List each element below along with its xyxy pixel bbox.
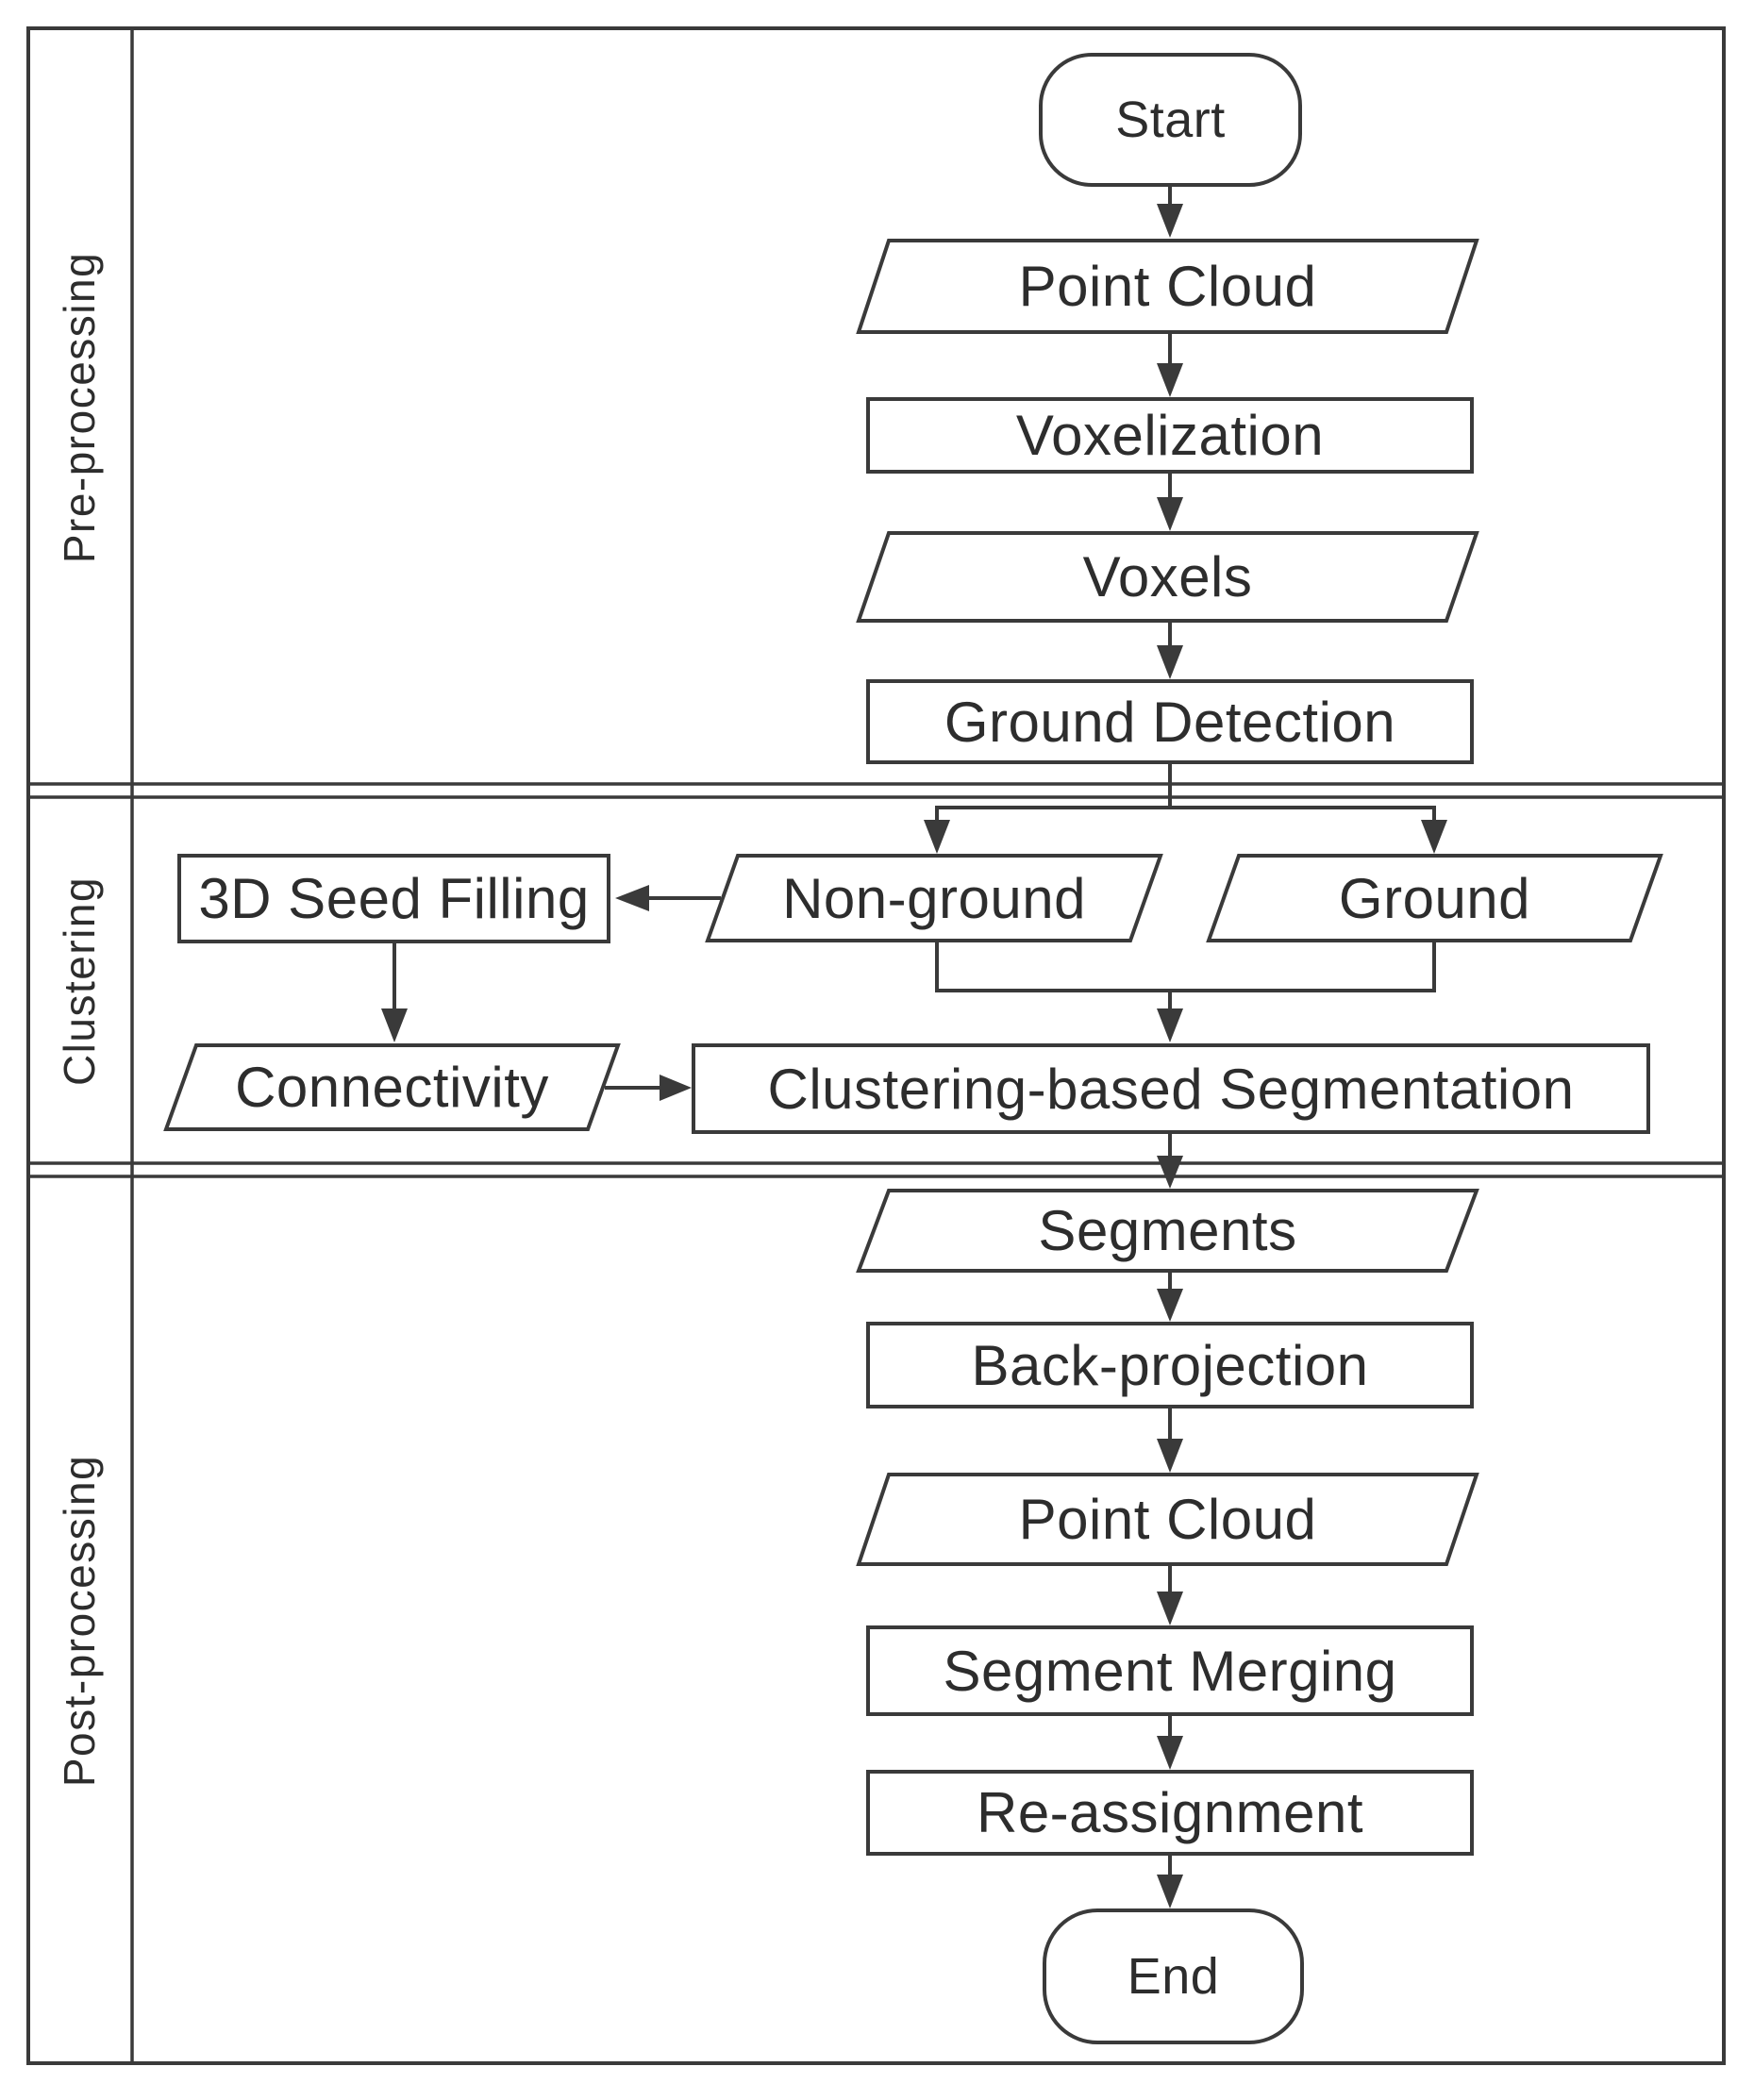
arrow-segments-to-back-projection: [1157, 1271, 1183, 1322]
clustering-segmentation-process-shape: [692, 1043, 1650, 1134]
merge-non-ground-and-ground-to-clustering-segmentation: [935, 941, 1436, 1042]
ground-detection-process-shape: [866, 679, 1474, 764]
voxelization-process-shape: [866, 397, 1474, 474]
arrow-back-projection-to-point-cloud: [1157, 1407, 1183, 1473]
arrow-point-cloud-to-segment-merging: [1157, 1564, 1183, 1625]
outer-frame: [26, 26, 1726, 2065]
arrow-segment-merging-to-re-assignment: [1157, 1714, 1183, 1770]
back-projection-process-shape: [866, 1322, 1474, 1408]
connectivity-parallelogram: [163, 1043, 621, 1131]
arrow-clustering-segmentation-to-segments: [1157, 1132, 1183, 1189]
arrow-re-assignment-to-end: [1157, 1854, 1183, 1908]
start-terminal-shape: [1039, 53, 1302, 187]
seed-filling-process-shape: [177, 854, 610, 943]
arrow-seed-filling-to-connectivity: [381, 942, 408, 1042]
arrow-voxelization-to-voxels: [1157, 472, 1183, 531]
arrow-connectivity-to-clustering-segmentation: [605, 1075, 692, 1101]
lane-boundary-clustering-postprocessing: [30, 1161, 1722, 1178]
lane-boundary-preprocessing-clustering: [30, 782, 1722, 799]
arrow-non-ground-to-seed-filling: [615, 885, 721, 911]
arrow-start-to-point-cloud: [1157, 185, 1183, 238]
point-cloud-2-parallelogram: [856, 1473, 1479, 1566]
point-cloud-1-parallelogram: [856, 239, 1479, 334]
re-assignment-process-shape: [866, 1770, 1474, 1856]
segment-merging-process-shape: [866, 1625, 1474, 1716]
arrow-point-cloud-to-voxelization: [1157, 332, 1183, 397]
split-ground-detection-to-non-ground-and-ground: [924, 762, 1447, 854]
end-terminal-shape: [1043, 1908, 1304, 2044]
voxels-parallelogram: [856, 531, 1479, 623]
non-ground-parallelogram: [705, 854, 1163, 942]
arrow-voxels-to-ground-detection: [1157, 621, 1183, 679]
ground-parallelogram: [1206, 854, 1663, 942]
segments-parallelogram: [856, 1189, 1479, 1273]
